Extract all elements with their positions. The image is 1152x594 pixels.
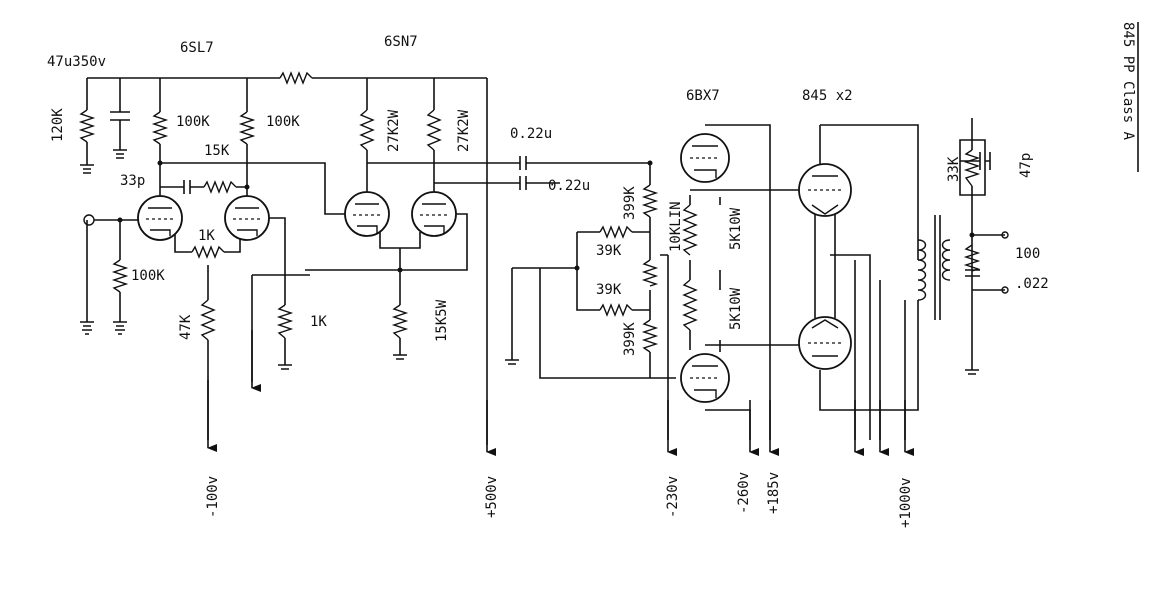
label-1k-b: 1K	[310, 314, 327, 330]
label-6bx7: 6BX7	[686, 88, 720, 104]
label-845x2: 845 x2	[802, 88, 853, 104]
rail-resistor	[279, 71, 313, 85]
resistor-15k5w	[391, 304, 409, 339]
label-5k10w-a: 5K10W	[728, 207, 744, 250]
tube-6sl7-a	[137, 195, 183, 241]
resistor-33k	[963, 149, 981, 187]
label-022u-b: 0.22u	[548, 178, 590, 194]
label-100: 100	[1015, 246, 1040, 262]
tube-6sn7-a	[344, 191, 390, 237]
label-27k2w-b: 27K2W	[456, 109, 472, 152]
label-33p: 33p	[120, 173, 145, 189]
label-5k10w-b: 5K10W	[728, 287, 744, 330]
resistor-5k10w-a	[682, 204, 698, 256]
label-6sl7: 6SL7	[180, 40, 214, 56]
label-47p: 47p	[1018, 153, 1034, 178]
resistor-39k-a	[599, 225, 633, 239]
label-27k2w-a: 27K2W	[386, 109, 402, 152]
wiring	[80, 71, 1005, 456]
label-33k: 33K	[946, 156, 962, 182]
resistor-5k10w-b	[682, 279, 698, 331]
label-15k: 15K	[204, 143, 230, 159]
schematic-title: 845 PP Class A	[1120, 22, 1136, 141]
resistor-47k	[200, 299, 216, 341]
tube-6sl7-b	[224, 195, 270, 241]
grounds	[82, 157, 1009, 335]
label-39k-b: 39K	[596, 282, 622, 298]
label-399k-a: 399K	[622, 186, 638, 220]
rail-pos1000: +1000v	[898, 477, 914, 528]
label-47u350v: 47u350v	[47, 54, 106, 70]
resistor-27k2w-b	[426, 109, 442, 151]
label-399k-b: 399K	[622, 322, 638, 356]
label-6sn7: 6SN7	[384, 34, 418, 50]
rail-neg260: -260v	[736, 472, 752, 514]
resistor-100	[963, 244, 981, 272]
resistor-1k-cathode	[191, 245, 225, 259]
resistor-100k-input	[111, 259, 129, 293]
rail-neg230: -230v	[665, 476, 681, 518]
resistor-120k	[78, 109, 96, 143]
resistor-100k-a	[151, 111, 169, 145]
resistor-1k-grid	[276, 304, 294, 339]
rail-neg100: -100v	[205, 476, 221, 518]
resistor-feedback	[203, 180, 237, 194]
tube-6sn7-b	[411, 191, 457, 237]
rail-pos185: +185v	[766, 472, 782, 514]
label-100k-b: 100K	[266, 114, 300, 130]
resistor-100k-b	[238, 111, 256, 145]
resistor-27k2w-a	[359, 109, 375, 151]
resistors	[78, 109, 991, 353]
label-1k-a: 1K	[198, 228, 215, 244]
tube-845-a	[798, 163, 852, 217]
rail-pos500: +500v	[484, 476, 500, 518]
label-022u-a: 0.22u	[510, 126, 552, 142]
resistor-39k-b	[599, 303, 633, 317]
label-100k-input: 100K	[131, 268, 165, 284]
pot-10klin	[641, 259, 659, 287]
input-jack	[83, 214, 95, 226]
label-47k: 47K	[178, 314, 194, 340]
label-15k5w: 15K5W	[434, 299, 450, 342]
tube-845-b	[798, 316, 852, 370]
tubes	[137, 133, 852, 403]
label-120k: 120K	[50, 108, 66, 142]
resistor-399k-a	[641, 184, 659, 218]
tube-6bx7-a	[680, 133, 730, 183]
resistor-399k-b	[641, 319, 659, 353]
label-022-out: .022	[1015, 276, 1049, 292]
label-10klin: 10KLIN	[668, 201, 684, 252]
tube-6bx7-b	[680, 353, 730, 403]
label-39k-a: 39K	[596, 243, 622, 259]
label-100k-a: 100K	[176, 114, 210, 130]
labels: 6SL7 6SN7 6BX7 845 x2 47u350v 120K 100K …	[47, 22, 1139, 528]
